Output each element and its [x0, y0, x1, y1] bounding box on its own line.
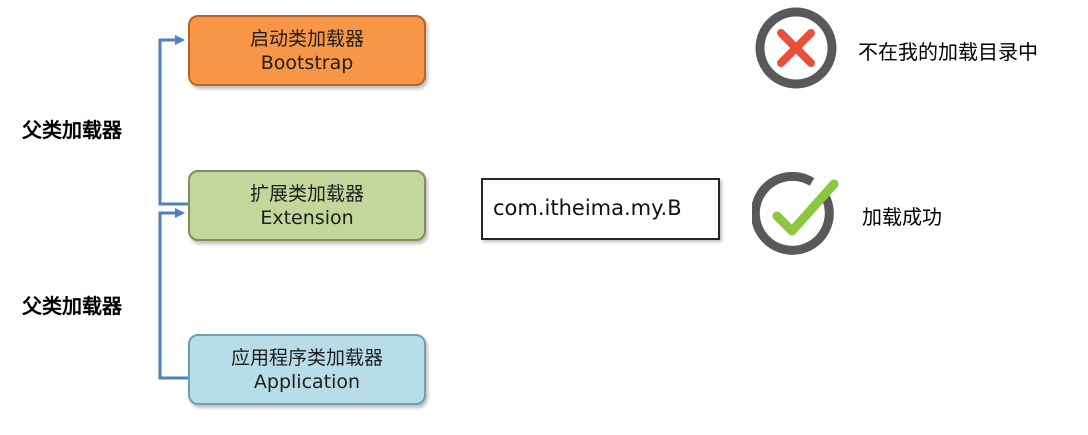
- extension-loader-name: 扩展类加载器: [249, 182, 364, 205]
- bootstrap-loader-box: 启动类加载器 Bootstrap: [188, 15, 426, 86]
- bootstrap-loader-name: 启动类加载器: [249, 27, 364, 50]
- success-result-text: 加载成功: [862, 205, 942, 229]
- application-loader-box: 应用程序类加载器 Application: [188, 334, 426, 405]
- connector-extension-to-bootstrap: [158, 35, 188, 206]
- bootstrap-loader-en: Bootstrap: [260, 51, 354, 74]
- class-name-box: com.itheima.my.B: [481, 178, 720, 240]
- check-mark-icon: [752, 171, 839, 255]
- connector-application-to-extension: [158, 208, 188, 380]
- x-mark-icon: [755, 7, 837, 89]
- parent-loader-label: 父类加载器: [22, 118, 122, 142]
- fail-result-text: 不在我的加载目录中: [858, 40, 1038, 64]
- extension-loader-en: Extension: [260, 206, 354, 229]
- application-loader-en: Application: [253, 370, 361, 393]
- application-loader-name: 应用程序类加载器: [230, 346, 383, 369]
- extension-loader-box: 扩展类加载器 Extension: [188, 170, 426, 241]
- class-name: com.itheima.my.B: [493, 196, 682, 220]
- parent-loader-label: 父类加载器: [22, 294, 122, 318]
